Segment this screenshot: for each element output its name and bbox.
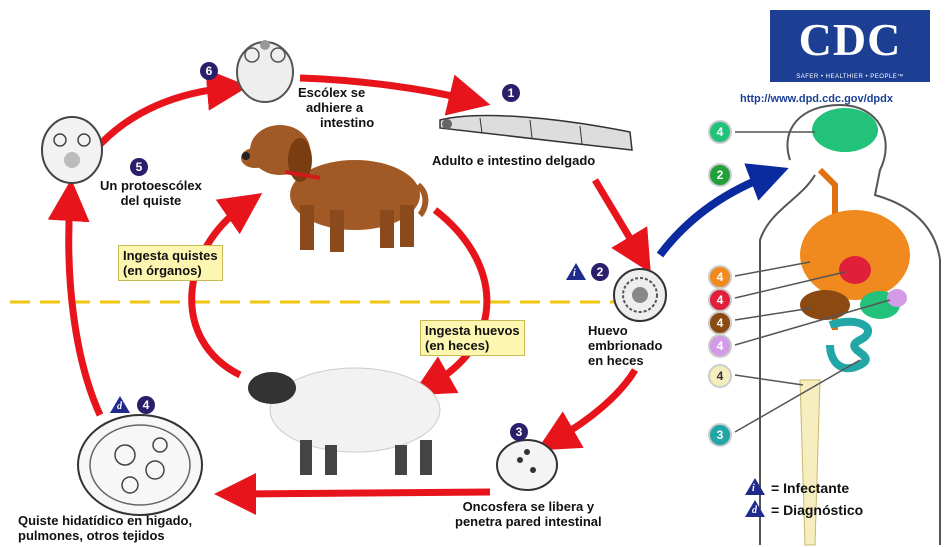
heart-organ [839, 256, 871, 284]
egg-illustration [614, 269, 666, 321]
brain-stage-badge: 4 [708, 120, 732, 144]
legend-diagnostic-icon: d [745, 500, 765, 517]
scolex-illustration [237, 40, 293, 102]
stage-2-body-badge: 2 [708, 163, 732, 187]
lungs-organ [800, 210, 910, 300]
arrow-sheep-to-dog [192, 205, 245, 375]
liver-stage-badge: 4 [708, 311, 732, 335]
ingest-eggs-box: Ingesta huevos (en heces) [420, 320, 525, 356]
diagnostic-triangle-icon: d [110, 396, 130, 413]
dog-illustration [241, 125, 425, 252]
source-url[interactable]: http://www.dpd.cdc.gov/dpdx [740, 93, 893, 105]
arrow-2-to-3 [555, 370, 635, 440]
stage-6-badge: 6 [200, 62, 218, 80]
stage-5-badge: 5 [130, 158, 148, 176]
liver-organ [800, 290, 850, 320]
lung-stage-badge: 4 [708, 265, 732, 289]
legend-infective-label: = Infectante [771, 481, 849, 496]
stage-3-body-badge: 3 [708, 423, 732, 447]
ingest-cysts-box: Ingesta quistes (en órganos) [118, 245, 223, 281]
cdc-logo: CDC SAFER • HEALTHIER • PEOPLE™ [770, 10, 930, 82]
arrow-dog-to-sheep [430, 210, 487, 385]
bone-illustration [800, 380, 820, 545]
spleen-organ [887, 289, 907, 307]
stage-4-badge: 4 [137, 396, 155, 414]
stage-3-label: Oncosfera se libera y penetra pared inte… [455, 499, 602, 529]
stage-1-label: Adulto e intestino delgado [432, 153, 595, 168]
hydatid-cyst-illustration [78, 415, 202, 515]
stage-1-badge: 1 [502, 84, 520, 102]
legend-infective-icon: i [745, 478, 765, 495]
heart-stage-badge: 4 [708, 288, 732, 312]
stage-2-badge: 2 [591, 263, 609, 281]
stage-3-badge: 3 [510, 423, 528, 441]
protoscolex-illustration [42, 117, 102, 183]
oncosphere-illustration [497, 440, 557, 490]
spleen-stage-badge: 4 [708, 334, 732, 358]
arrow-4-to-5 [69, 200, 100, 415]
arrow-5-to-6 [95, 88, 228, 150]
stage-2-label: Huevo embrionado en heces [588, 323, 662, 368]
adult-worm-illustration [440, 116, 632, 150]
arrow-3-to-4 [235, 492, 490, 494]
human-body-illustration [760, 105, 940, 545]
infective-triangle-icon: i [566, 263, 586, 280]
sheep-illustration [248, 368, 440, 475]
arrow-to-human [660, 175, 770, 255]
bone-stage-badge: 4 [708, 364, 732, 388]
arrow-1-to-2 [595, 180, 640, 255]
cdc-tagline: SAFER • HEALTHIER • PEOPLE™ [770, 74, 930, 80]
stage-6-label: Escólex se adhiere a intestino [298, 85, 374, 130]
legend-diagnostic-label: = Diagnóstico [771, 503, 863, 518]
stage-5-label: Un protoescólex del quiste [100, 178, 202, 208]
stage-4-label: Quiste hidatídico en higado, pulmones, o… [18, 513, 192, 543]
brain-organ [812, 108, 878, 152]
cdc-logo-text: CDC [770, 10, 930, 70]
